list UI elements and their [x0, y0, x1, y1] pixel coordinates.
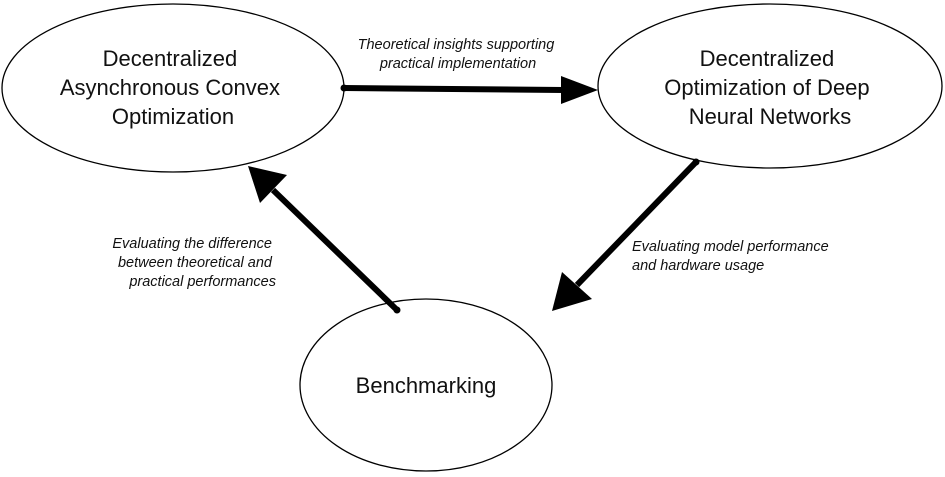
edge-benchmarking-to-convex-label-line-3: practical performances: [128, 274, 276, 290]
edge-benchmarking-to-convex-label-line-2: between theoretical and: [118, 255, 273, 271]
node-benchmarking-line-1: Benchmarking: [356, 373, 497, 398]
edge-benchmarking-to-convex-label-line-1: Evaluating the difference: [112, 236, 272, 252]
edge-benchmarking-to-convex-arrowhead: [248, 166, 287, 203]
node-convex-optimization: Decentralized Asynchronous Convex Optimi…: [1, 3, 345, 173]
node-benchmarking-ellipse: [299, 298, 553, 472]
node-convex-optimization-line-3: Optimization: [112, 104, 234, 129]
edge-convex-to-deep-label: Theoretical insights supporting practica…: [358, 37, 559, 72]
edge-deep-to-benchmarking-line: [574, 159, 699, 288]
edge-convex-to-deep: Theoretical insights supporting practica…: [340, 37, 598, 104]
node-convex-optimization-label: Decentralized Asynchronous Convex Optimi…: [60, 46, 286, 129]
edge-deep-to-benchmarking-arrowhead: [552, 272, 592, 311]
edge-benchmarking-to-convex: Evaluating the difference between theore…: [112, 166, 401, 314]
edge-benchmarking-to-convex-line: [270, 187, 400, 313]
edge-deep-to-benchmarking-label-line-2: and hardware usage: [632, 258, 764, 274]
node-deep-optimization-line-2: Optimization of Deep: [664, 75, 869, 100]
edge-deep-to-benchmarking-label: Evaluating model performance and hardwar…: [632, 239, 833, 274]
node-benchmarking: Benchmarking: [299, 298, 553, 472]
node-convex-optimization-line-2: Asynchronous Convex: [60, 75, 280, 100]
edge-convex-to-deep-label-line-1: Theoretical insights supporting: [358, 37, 555, 53]
node-deep-optimization-line-1: Decentralized: [700, 46, 835, 71]
edge-deep-to-benchmarking: Evaluating model performance and hardwar…: [552, 158, 833, 311]
edge-convex-to-deep-arrowhead: [561, 76, 598, 104]
node-convex-optimization-line-1: Decentralized: [103, 46, 238, 71]
edge-deep-to-benchmarking-label-line-1: Evaluating model performance: [632, 239, 829, 255]
edge-convex-to-deep-label-line-2: practical implementation: [379, 56, 536, 72]
node-deep-optimization: Decentralized Optimization of Deep Neura…: [597, 3, 943, 169]
node-benchmarking-label: Benchmarking: [356, 373, 497, 398]
node-deep-optimization-line-3: Neural Networks: [689, 104, 852, 129]
node-deep-optimization-label: Decentralized Optimization of Deep Neura…: [664, 46, 876, 129]
node-deep-optimization-ellipse: [597, 3, 943, 169]
edge-benchmarking-to-convex-label: Evaluating the difference between theore…: [112, 236, 276, 290]
edge-convex-to-deep-line: [343, 85, 564, 93]
